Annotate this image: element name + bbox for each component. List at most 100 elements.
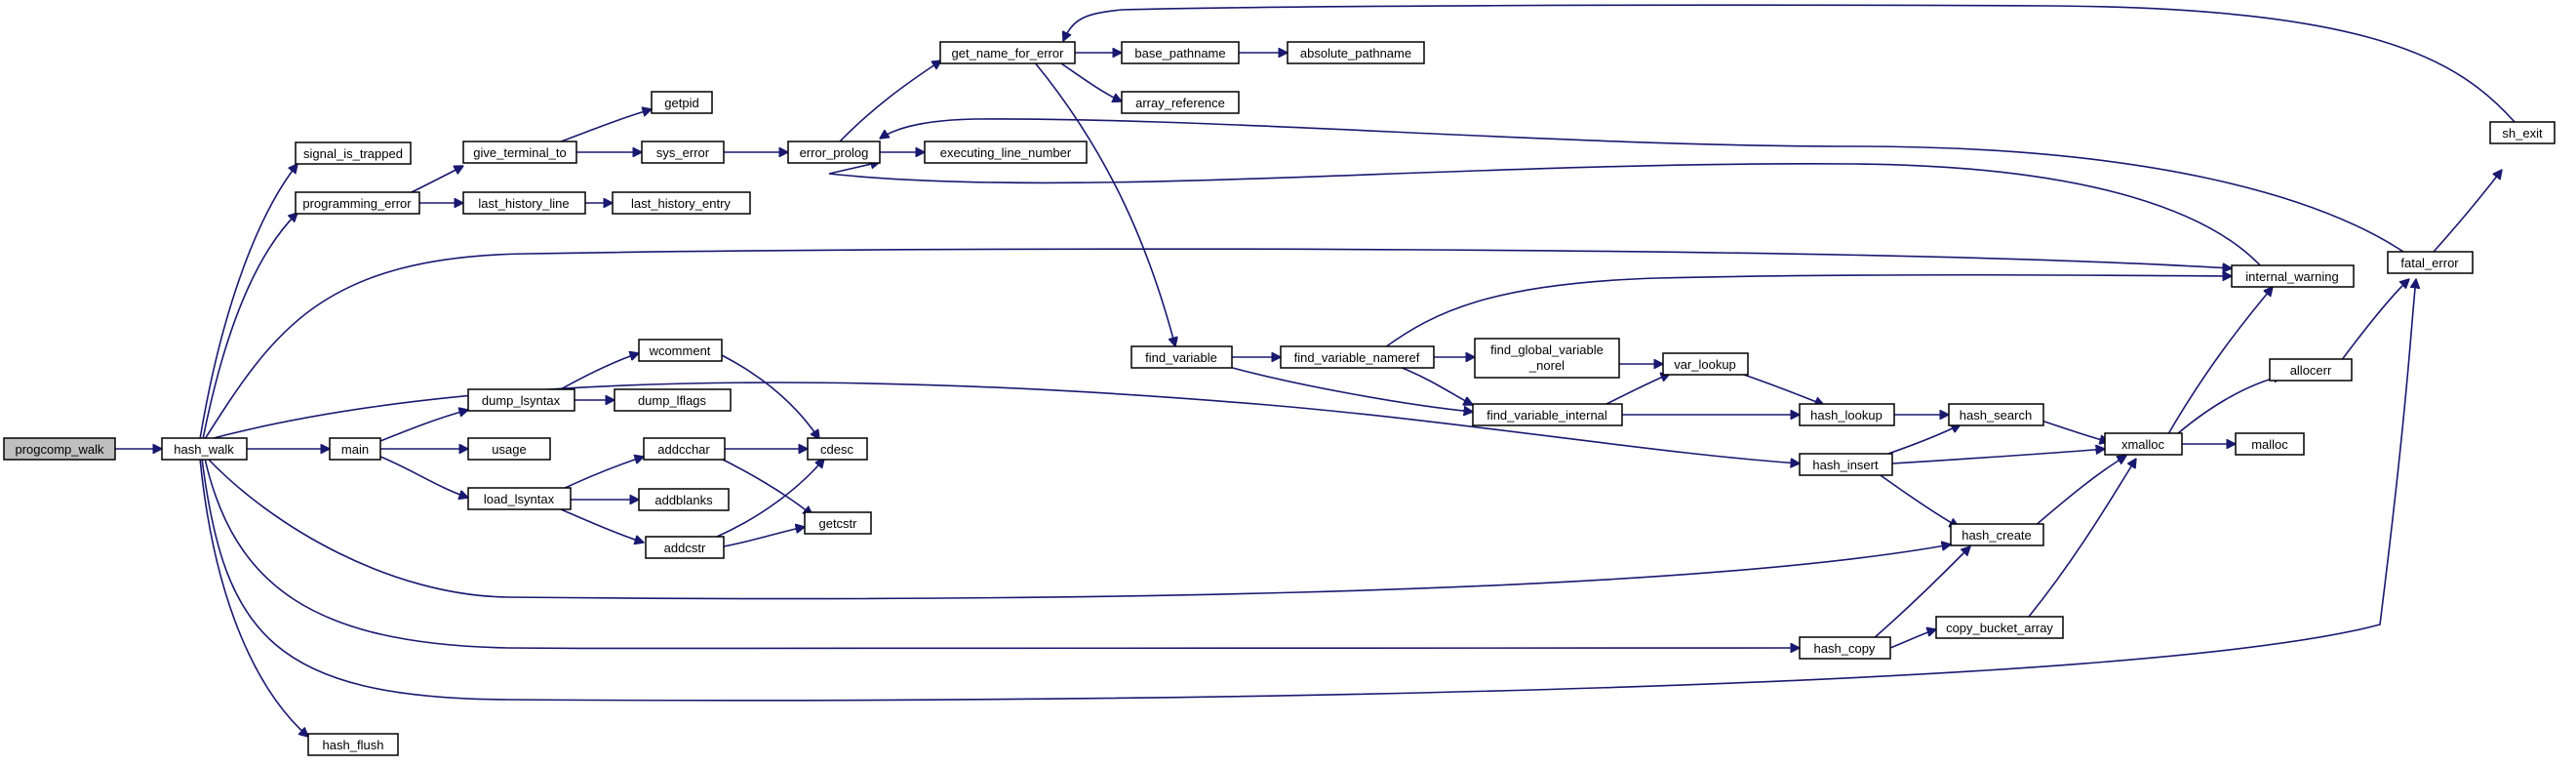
node-hash_copy[interactable]: hash_copy bbox=[1799, 636, 1891, 660]
node-label: cdesc bbox=[820, 442, 853, 457]
node-sys_error[interactable]: sys_error bbox=[641, 141, 725, 164]
node-get_name_for_error[interactable]: get_name_for_error bbox=[939, 41, 1076, 64]
node-xmalloc[interactable]: xmalloc bbox=[2104, 432, 2183, 456]
node-array_reference[interactable]: array_reference bbox=[1121, 91, 1240, 114]
edge-addcstr-cdesc bbox=[716, 459, 824, 538]
node-executing_line_number[interactable]: executing_line_number bbox=[924, 141, 1088, 164]
node-label: internal_warning bbox=[2245, 269, 2338, 284]
node-addcchar[interactable]: addcchar bbox=[643, 437, 726, 461]
node-label: hash_search bbox=[1960, 408, 2032, 423]
node-hash_insert[interactable]: hash_insert bbox=[1799, 453, 1893, 476]
node-box bbox=[307, 733, 399, 756]
node-box bbox=[1948, 403, 2044, 426]
node-error_prolog[interactable]: error_prolog bbox=[787, 141, 881, 164]
node-give_terminal_to[interactable]: give_terminal_to bbox=[462, 141, 577, 164]
node-find_variable_internal[interactable]: find_variable_internal bbox=[1472, 403, 1623, 426]
edge-give_terminal_to-getpid bbox=[560, 109, 652, 142]
node-label: error_prolog bbox=[800, 145, 869, 160]
node-sh_exit[interactable]: sh_exit bbox=[2489, 121, 2556, 144]
edge-load_lsyntax-addcchar bbox=[560, 457, 644, 491]
node-last_history_line[interactable]: last_history_line bbox=[462, 191, 586, 215]
node-label: getcstr bbox=[818, 516, 857, 531]
node-box bbox=[1287, 41, 1425, 64]
node-label: signal_is_trapped bbox=[303, 146, 403, 161]
node-hash_flush[interactable]: hash_flush bbox=[307, 733, 399, 756]
edge-hash_copy-copy_bucket_array bbox=[1889, 629, 1936, 649]
edge-wcomment-cdesc bbox=[721, 354, 819, 439]
node-box bbox=[2235, 432, 2305, 456]
node-label: find_variable_nameref bbox=[1294, 350, 1420, 365]
node-getcstr[interactable]: getcstr bbox=[804, 511, 872, 535]
edge-xmalloc-allocerr bbox=[2169, 376, 2282, 441]
edge-main-dump_lsyntax bbox=[379, 410, 468, 442]
node-dump_lsyntax[interactable]: dump_lsyntax bbox=[467, 388, 575, 412]
edge-internal_warning-error_prolog bbox=[828, 162, 2264, 269]
node-box bbox=[1280, 345, 1435, 369]
node-label: hash_lookup bbox=[1810, 408, 1882, 423]
node-load_lsyntax[interactable]: load_lsyntax bbox=[467, 487, 572, 510]
node-var_lookup[interactable]: var_lookup bbox=[1662, 352, 1749, 376]
node-label: hash_copy bbox=[1814, 641, 1876, 656]
node-find_variable_nameref[interactable]: find_variable_nameref bbox=[1280, 345, 1435, 369]
node-find_global_variable_norel[interactable]: find_global_variable _norel bbox=[1474, 338, 1620, 379]
node-main[interactable]: main bbox=[329, 437, 381, 461]
node-find_variable[interactable]: find_variable bbox=[1130, 345, 1233, 369]
edge-var_lookup-hash_lookup bbox=[1740, 373, 1824, 405]
node-hash_create[interactable]: hash_create bbox=[1950, 523, 2044, 546]
node-cdesc[interactable]: cdesc bbox=[807, 437, 868, 461]
node-label: hash_walk bbox=[174, 442, 234, 457]
node-usage[interactable]: usage bbox=[467, 437, 551, 461]
node-box bbox=[1130, 345, 1233, 369]
node-box bbox=[1935, 616, 2064, 639]
node-box bbox=[612, 191, 751, 215]
node-box bbox=[1121, 91, 1240, 114]
node-label: programming_error bbox=[302, 196, 412, 211]
node-dump_lflags[interactable]: dump_lflags bbox=[614, 388, 732, 412]
node-box bbox=[2489, 121, 2556, 144]
node-addcstr[interactable]: addcstr bbox=[645, 536, 725, 559]
node-label: malloc bbox=[2251, 437, 2288, 452]
node-programming_error[interactable]: programming_error bbox=[295, 191, 420, 215]
node-internal_warning[interactable]: internal_warning bbox=[2231, 264, 2355, 288]
node-fatal_error[interactable]: fatal_error bbox=[2387, 251, 2474, 274]
node-allocerr[interactable]: allocerr bbox=[2269, 358, 2353, 382]
node-base_pathname[interactable]: base_pathname bbox=[1121, 41, 1240, 64]
edge-hash_walk-fatal_error bbox=[201, 279, 2416, 702]
node-box bbox=[638, 488, 730, 511]
node-absolute_pathname[interactable]: absolute_pathname bbox=[1287, 41, 1425, 64]
node-signal_is_trapped[interactable]: signal_is_trapped bbox=[295, 141, 412, 165]
node-label: sys_error bbox=[656, 145, 710, 160]
node-copy_bucket_array[interactable]: copy_bucket_array bbox=[1935, 616, 2064, 639]
node-getpid[interactable]: getpid bbox=[651, 91, 713, 114]
node-label: give_terminal_to bbox=[473, 145, 566, 160]
edge-hash_walk-hash_create bbox=[207, 458, 1951, 600]
node-box bbox=[295, 141, 412, 165]
node-malloc[interactable]: malloc bbox=[2235, 432, 2305, 456]
edge-xmalloc-internal_warning bbox=[2164, 287, 2273, 440]
node-label: main bbox=[341, 442, 369, 457]
node-label: hash_insert bbox=[1812, 458, 1879, 472]
node-progcomp_walk[interactable]: progcomp_walk bbox=[3, 437, 116, 461]
node-label: addcchar bbox=[657, 442, 710, 457]
node-hash_walk[interactable]: hash_walk bbox=[161, 437, 248, 461]
node-box bbox=[467, 388, 575, 412]
node-label: allocerr bbox=[2290, 363, 2332, 378]
node-box bbox=[2387, 251, 2474, 274]
edge-hash_insert-xmalloc bbox=[1891, 449, 2105, 464]
node-label: find_variable bbox=[1145, 350, 1217, 365]
node-box bbox=[1474, 338, 1620, 379]
node-label: get_name_for_error bbox=[952, 46, 1065, 60]
node-last_history_entry[interactable]: last_history_entry bbox=[612, 191, 751, 215]
node-label: last_history_line bbox=[478, 196, 569, 211]
node-label: find_variable_internal bbox=[1486, 408, 1607, 423]
edge-hash_create-xmalloc bbox=[2033, 456, 2126, 528]
edge-get_name_for_error-array_reference bbox=[1057, 60, 1122, 101]
node-label: wcomment bbox=[649, 343, 711, 358]
node-addblanks[interactable]: addblanks bbox=[638, 488, 730, 511]
node-label: fatal_error bbox=[2400, 256, 2459, 270]
node-hash_lookup[interactable]: hash_lookup bbox=[1799, 403, 1895, 426]
node-wcomment[interactable]: wcomment bbox=[638, 339, 723, 362]
edge-hash_walk-hash_insert bbox=[209, 382, 1800, 463]
node-hash_search[interactable]: hash_search bbox=[1948, 403, 2044, 426]
edge-hash_copy-hash_create bbox=[1872, 546, 1970, 640]
